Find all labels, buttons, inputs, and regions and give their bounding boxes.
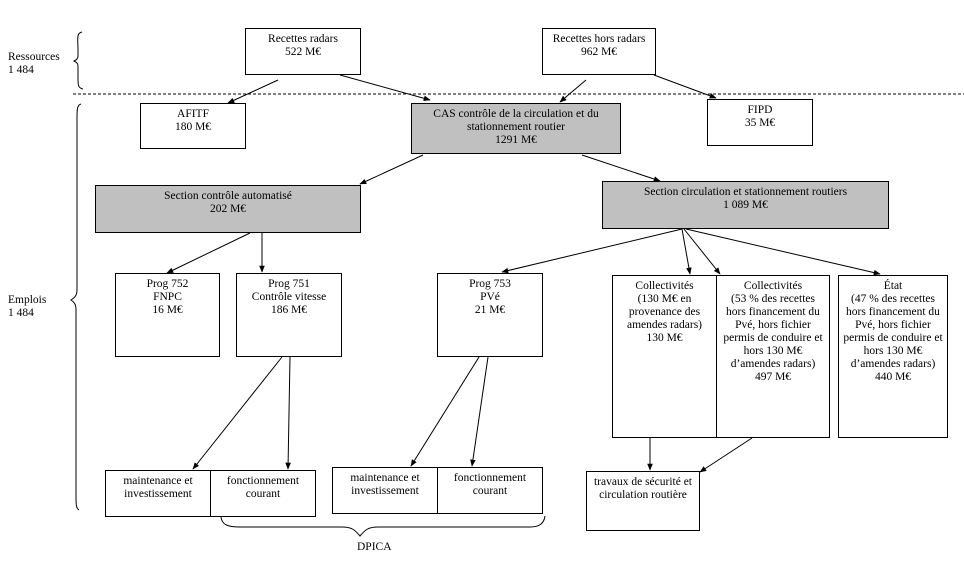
node-prog753: Prog 753 PVé 21 M€ <box>437 273 543 357</box>
node-subtitle: Contrôle vitesse <box>251 291 327 303</box>
node-maintenance-2: maintenance et investissement <box>332 467 438 514</box>
node-desc: hors financement du <box>846 306 940 318</box>
node-desc: permis de conduire et <box>843 332 943 344</box>
node-title-cont: courant <box>245 488 281 500</box>
arrow-section-to-prog753 <box>501 228 683 274</box>
arrow-radars-to-afitf <box>227 79 279 104</box>
node-desc: hors 130 M€ <box>743 345 803 357</box>
ressources-label: Ressources 1 484 <box>8 51 60 77</box>
node-fipd: FIPD 35 M€ <box>707 99 813 146</box>
node-amount: 202 M€ <box>209 203 247 215</box>
node-amount: 130 M€ <box>646 332 683 344</box>
arrow-prog751-to-fonctionnement <box>285 356 291 470</box>
node-afitf: AFITF 180 M€ <box>140 103 246 149</box>
arrow-hors-radars-to-fipd <box>653 74 717 99</box>
arrow-prog753-to-maintenance <box>410 356 480 467</box>
node-amount: 180 M€ <box>174 121 212 133</box>
node-desc: (53 % des recettes <box>731 293 815 305</box>
arrow-section-to-etat <box>685 228 881 276</box>
node-recettes-radars: Recettes radars 522 M€ <box>245 28 361 75</box>
node-desc: (130 M€ en <box>637 293 692 305</box>
node-desc: permis de conduire et <box>723 332 823 344</box>
node-title: Collectivités <box>635 280 694 292</box>
node-desc: amendes radars) <box>626 319 703 331</box>
node-prog751: Prog 751 Contrôle vitesse 186 M€ <box>236 273 342 357</box>
ressources-title: Ressources <box>8 51 60 63</box>
node-amount: 962 M€ <box>580 46 618 58</box>
node-title: Prog 751 <box>268 278 310 290</box>
dpica-label: DPICA <box>357 541 392 553</box>
node-amount: 16 M€ <box>152 304 183 316</box>
node-title: Recettes radars <box>268 33 338 45</box>
node-title: Prog 752 <box>146 278 189 290</box>
node-maintenance-1: maintenance et investissement <box>105 470 211 517</box>
node-collectivites-130: Collectivités (130 M€ en provenance des … <box>612 275 717 438</box>
node-amount: 1 089 M€ <box>723 199 768 211</box>
node-recettes-hors-radars: Recettes hors radars 962 M€ <box>542 28 656 75</box>
node-title-cont: investissement <box>351 485 419 497</box>
arrow-cas-to-section-controle <box>359 154 424 185</box>
node-amount: 35 M€ <box>744 117 776 129</box>
node-amount: 1291 M€ <box>495 134 537 146</box>
node-title: Section contrôle automatisé <box>164 190 292 202</box>
node-amount: 21 M€ <box>474 304 506 316</box>
node-desc: d’amendes radars) <box>730 358 816 370</box>
node-fonctionnement-2: fonctionnement courant <box>437 467 543 514</box>
node-title: FIPD <box>747 104 773 116</box>
node-title-cont: investissement <box>124 488 192 500</box>
node-collectivites-497: Collectivités (53 % des recettes hors fi… <box>716 275 830 438</box>
node-amount: 440 M€ <box>874 371 912 383</box>
node-title: maintenance et <box>350 472 420 484</box>
node-travaux: travaux de sécurité et circulation routi… <box>586 471 700 531</box>
node-title: CAS contrôle de la circulation et du <box>433 108 599 120</box>
node-fonctionnement-1: fonctionnement courant <box>210 470 316 517</box>
arrow-cas-to-section-circulation <box>581 154 661 182</box>
node-amount: 186 M€ <box>270 304 308 316</box>
node-title-cont: stationnement routier <box>466 121 566 133</box>
dpica-brace <box>220 515 546 537</box>
node-title: Section circulation et stationnement rou… <box>643 186 848 198</box>
arrow-collectivites-497-to-travaux <box>699 437 753 473</box>
ressources-brace <box>72 31 84 90</box>
arrow-prog753-to-fonctionnement <box>470 356 489 467</box>
arrow-radars-to-cas <box>339 74 431 102</box>
ressources-total: 1 484 <box>8 64 34 76</box>
node-title: État <box>883 280 903 292</box>
node-subtitle: FNPC <box>153 291 182 303</box>
node-title: AFITF <box>177 108 209 120</box>
node-section-circulation: Section circulation et stationnement rou… <box>602 181 889 229</box>
node-cas: CAS contrôle de la circulation et du sta… <box>411 103 621 154</box>
node-desc: (47 % des recettes <box>851 293 935 305</box>
node-prog752: Prog 752 FNPC 16 M€ <box>115 273 220 357</box>
node-desc: d’amendes radars) <box>850 358 936 370</box>
emplois-brace <box>70 103 82 511</box>
node-etat-440: État (47 % des recettes hors financement… <box>838 275 948 438</box>
node-desc: hors 130 M€ <box>863 345 923 357</box>
node-desc: Pvé, hors fichier <box>735 319 811 331</box>
node-title: fonctionnement <box>226 475 300 487</box>
emplois-title: Emplois <box>8 294 47 306</box>
node-desc: hors financement du <box>726 306 820 318</box>
node-title: fonctionnement <box>453 472 527 484</box>
arrow-hors-radars-to-cas <box>559 79 587 103</box>
emplois-total: 1 484 <box>8 307 34 319</box>
node-title-cont: courant <box>472 485 508 497</box>
node-title: maintenance et <box>123 475 193 487</box>
node-subtitle: PVé <box>480 291 500 303</box>
arrow-prog751-to-maintenance <box>192 356 283 470</box>
node-title: Collectivités <box>743 280 803 292</box>
node-desc: provenance des <box>628 306 701 318</box>
emplois-label: Emplois 1 484 <box>8 294 46 320</box>
node-title-cont: circulation routière <box>599 489 687 501</box>
node-amount: 522 M€ <box>284 46 322 58</box>
arrow-section-to-collectivites-130 <box>681 228 692 275</box>
node-title: travaux de sécurité et <box>593 476 693 488</box>
node-section-controle: Section contrôle automatisé 202 M€ <box>95 185 361 233</box>
node-desc: Pvé, hors fichier <box>855 319 931 331</box>
arrow-section-to-collectivites-497 <box>683 228 721 275</box>
arrow-section-to-prog752 <box>166 232 251 274</box>
node-amount: 497 M€ <box>754 371 792 383</box>
node-title: Recettes hors radars <box>552 33 646 45</box>
node-title: Prog 753 <box>469 278 511 290</box>
